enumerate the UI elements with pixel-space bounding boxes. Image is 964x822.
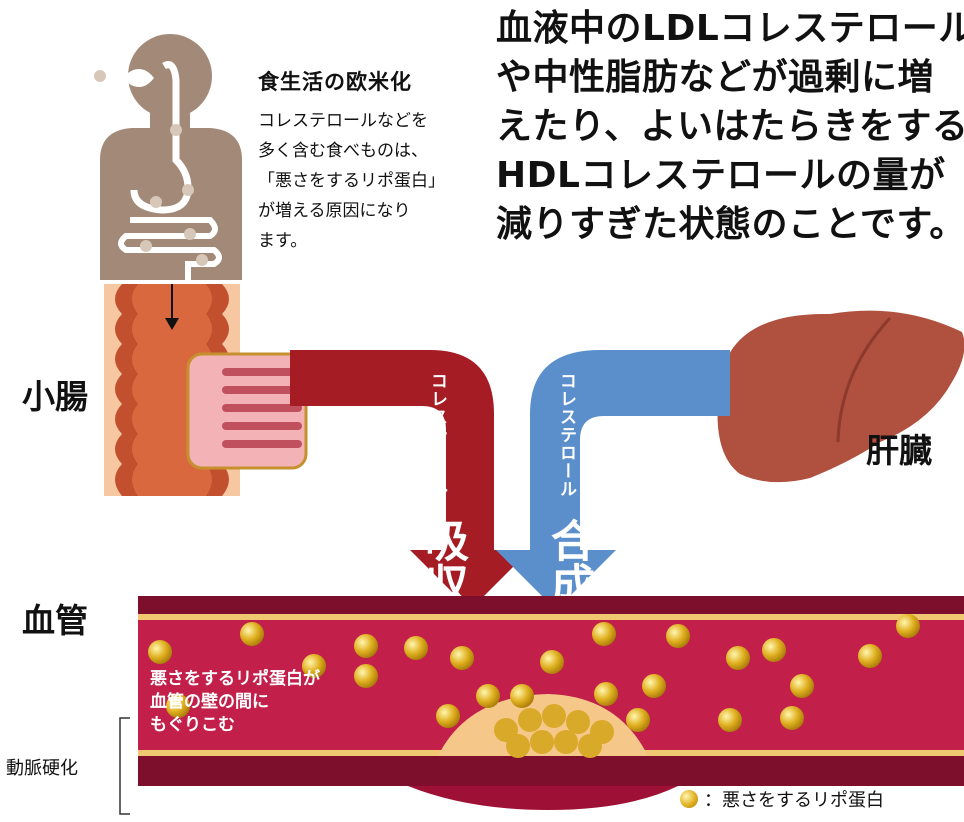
body-silhouette-illustration [94,34,242,280]
arteriosclerosis-bracket [119,717,130,815]
headline-line-4: HDLコレステロールの量が [496,155,946,196]
diet-body-line-2: 多く含む食べものは、 [258,141,428,161]
lipoprotein-particles [148,614,920,732]
arrows-illustration [290,350,730,610]
synth-small-label: コレステロール [556,372,576,498]
headline-line-3: えたり、よいはたらきをする [496,106,964,147]
arteriosclerosis-label: 動脈硬化 [6,758,78,779]
vessel-note-line-1: 悪さをするリポ蛋白が [150,669,320,689]
lipoprotein-legend-icon [680,790,698,808]
diet-body-line-4: が増える原因になり [258,201,411,221]
liver-label: 肝臓 [866,431,932,470]
small-intestine-illustration [104,284,308,496]
blood-vessel-illustration [138,596,964,810]
synth-big-label: 合成 [543,518,594,606]
diet-body: コレステロールなどを 多く含む食べものは、 「悪さをするリポ蛋白」 が増える原因… [258,106,445,256]
legend-text: ：悪さをするリポ蛋白 [704,790,884,811]
diet-body-line-1: コレステロールなどを [258,111,428,131]
diet-body-line-3: 「悪さをするリポ蛋白」 [258,171,445,191]
liver-illustration [717,310,964,483]
small-intestine-label: 小腸 [22,377,88,416]
blood-vessel-label: 血管 [22,601,88,640]
vessel-note: 悪さをするリポ蛋白が 血管の壁の間に もぐりこむ [150,668,320,737]
absorb-big-label: 吸収 [417,518,468,606]
absorb-small-label: コレステロール [427,372,447,498]
vessel-note-line-2: 血管の壁の間に [150,692,269,712]
headline-line-1: 血液中のLDLコレステロール [496,8,964,49]
diet-body-line-5: ます。 [258,231,308,251]
vessel-note-line-3: もぐりこむ [150,715,235,735]
headline: 血液中のLDLコレステロール や中性脂肪などが過剰に増 えたり、よいはたらきをす… [496,4,964,249]
legend: ：悪さをするリポ蛋白 [680,786,884,812]
diet-title: 食生活の欧米化 [258,70,412,94]
headline-line-2: や中性脂肪などが過剰に増 [496,57,935,98]
headline-line-5: 減りすぎた状態のことです。 [496,204,964,245]
